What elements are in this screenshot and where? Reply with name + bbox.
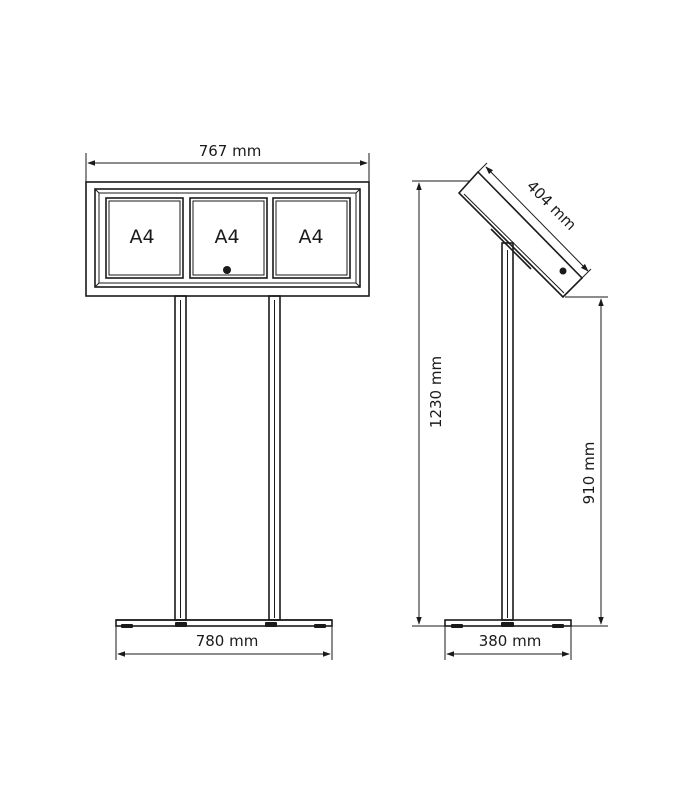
panel-3: A4 [272,197,351,279]
front-base-label: 780 mm [196,632,259,650]
lower-height-dimension: 910 mm [565,296,608,627]
side-view: 1230 mm 404 mm [412,162,608,660]
lower-height-label: 910 mm [580,442,598,505]
front-base [115,619,333,628]
side-lock-icon [559,267,567,275]
display-case: A4 A4 A4 [85,181,370,297]
total-height-label: 1230 mm [427,356,445,428]
panel-1: A4 [105,197,184,279]
tilted-panel [457,170,584,299]
front-width-label: 767 mm [199,142,262,160]
front-base-dimension: 780 mm [115,626,333,660]
panel-1-label: A4 [129,226,154,248]
lock-icon [223,266,231,274]
panel-length-label: 404 mm [523,177,580,234]
side-base [444,619,572,628]
side-pole [501,242,514,621]
side-base-dimension: 380 mm [444,626,572,660]
front-width-dimension: 767 mm [85,142,370,182]
panel-2-label: A4 [214,226,239,248]
front-view: 767 mm A4 A4 [85,142,370,660]
panel-3-label: A4 [298,226,323,248]
front-legs [174,295,281,621]
panel-2: A4 [189,197,268,279]
side-base-label: 380 mm [479,632,542,650]
total-height-dimension: 1230 mm [412,180,470,627]
